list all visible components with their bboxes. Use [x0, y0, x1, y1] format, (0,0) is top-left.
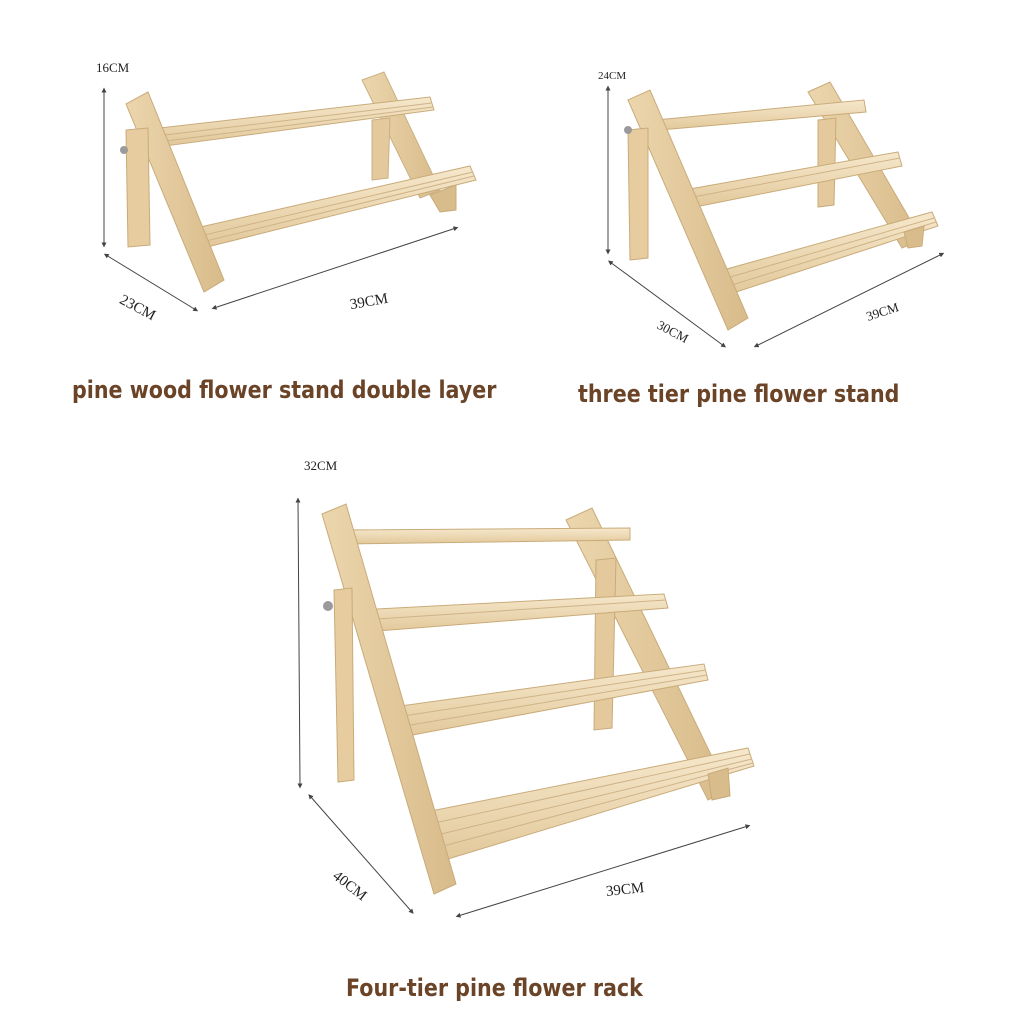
height-label: 16CM [96, 60, 130, 75]
stand-three-tier [624, 81, 939, 331]
dimensions-four-tier [295, 497, 751, 918]
product-title: pine wood flower stand double layer [72, 376, 497, 404]
height-label: 24CM [598, 70, 627, 82]
stand-four-tier [321, 503, 755, 895]
product-title: Four-tier pine flower rack [346, 974, 643, 1002]
height-label: 32CM [304, 458, 338, 473]
dimensions-three-tier [605, 85, 945, 348]
stand-double-layer [120, 71, 477, 293]
dimensions-double-layer [101, 87, 459, 312]
product-title: three tier pine flower stand [578, 380, 900, 408]
